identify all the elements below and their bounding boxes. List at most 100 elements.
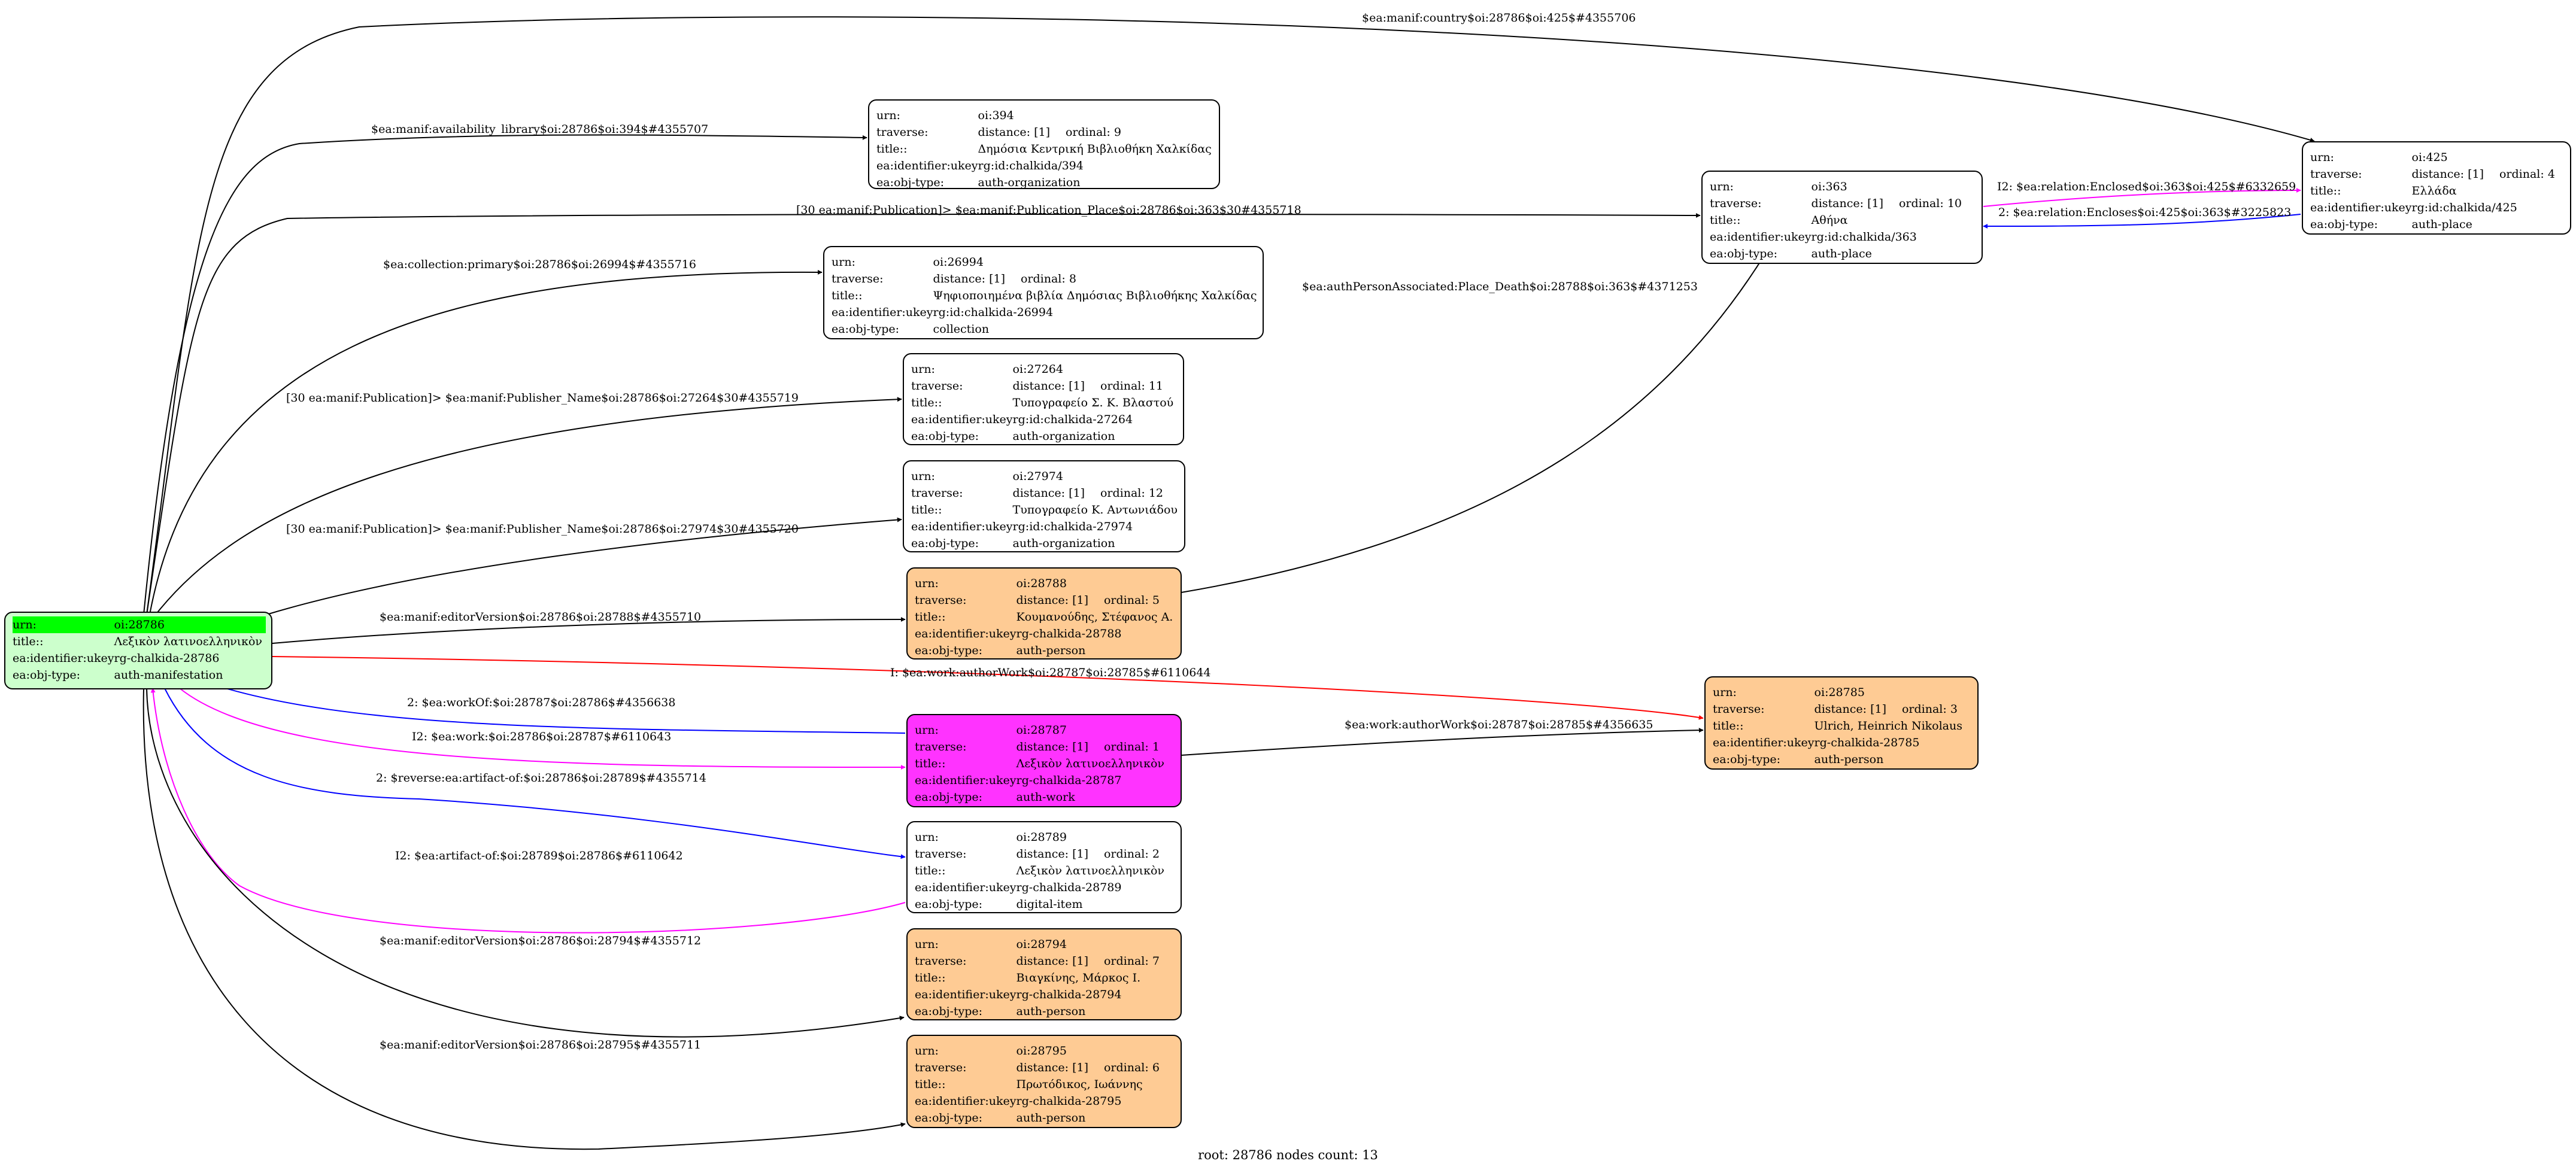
- node-objtype: collection: [933, 323, 990, 336]
- node-objtype: auth-organization: [1012, 430, 1115, 443]
- node-urn: oi:26994: [933, 256, 984, 269]
- field-label-identifier: ea:identifier:ukey: [915, 774, 1017, 787]
- field-label-traverse: traverse:: [911, 487, 963, 500]
- edge-label-encloses: 2: $ea:relation:Encloses$oi:425$oi:363$#…: [1998, 206, 2291, 219]
- field-label-urn: urn:: [915, 831, 939, 844]
- node-objtype: auth-person: [1814, 753, 1884, 766]
- edge-label-artifact-of: I2: $ea:artifact-of:$oi:28789$oi:28786$#…: [395, 849, 683, 862]
- node-traverse: distance: [1]: [1016, 955, 1088, 968]
- edge-work: [179, 688, 906, 770]
- field-label-objtype: ea:obj-type:: [13, 668, 81, 682]
- node-traverse: distance: [1]: [1811, 197, 1883, 210]
- node-425[interactable]: urn:oi:425 traverse:distance: [1]ordinal…: [2302, 141, 2571, 235]
- node-objtype: auth-place: [2411, 218, 2472, 231]
- node-28794[interactable]: urn: oi:28794 traverse: distance: [1] ordin…: [906, 928, 1182, 1020]
- edge-work-of: [215, 684, 906, 734]
- field-label-traverse: traverse:: [915, 1061, 967, 1074]
- node-traverse: distance: [1]: [1016, 847, 1088, 861]
- node-traverse: distance: [1]: [978, 126, 1050, 139]
- node-objtype: auth-person: [1016, 1005, 1086, 1018]
- node-ordinal: ordinal: 1: [1103, 740, 1160, 753]
- node-ordinal: ordinal: 12: [1100, 487, 1164, 500]
- node-title: Τυπογραφείο Κ. Αντωνιάδου: [1012, 503, 1178, 516]
- node-identifier: rg-chalkida-28785: [1814, 736, 1920, 749]
- field-label-urn: urn:: [1713, 686, 1737, 699]
- field-label-title: title::: [915, 1078, 946, 1091]
- field-label-objtype: ea:obj-type:: [2310, 218, 2378, 231]
- node-title: Ulrich, Heinrich Nikolaus: [1814, 719, 1963, 733]
- field-label-urn: urn:: [13, 616, 114, 633]
- node-title: Τυπογραφείο Σ. Κ. Βλαστού: [1012, 396, 1174, 409]
- node-394[interactable]: urn:oi:394 traverse:distance: [1]ordinal…: [868, 99, 1220, 189]
- node-title: Λεξικὸν λατινοελληνικὸν: [114, 635, 262, 648]
- field-label-traverse: traverse:: [915, 955, 967, 968]
- node-363[interactable]: urn:oi:363 traverse:distance: [1]ordinal…: [1701, 171, 1983, 264]
- node-traverse: distance: [1]: [1016, 1061, 1088, 1074]
- field-label-traverse: traverse:: [1710, 197, 1762, 210]
- node-identifier: rg:id:chalkida-27974: [1012, 520, 1133, 533]
- node-28787[interactable]: urn:oi:28787 traverse:distance: [1]ordin…: [906, 714, 1182, 807]
- edge-label-publication-place: [30 ea:manif:Publication]> $ea:manif:Pub…: [796, 203, 1301, 217]
- field-label-objtype: ea:obj-type:: [915, 791, 983, 804]
- node-objtype: auth-manifestation: [114, 668, 223, 682]
- node-objtype: auth-organization: [1012, 537, 1115, 550]
- node-27974[interactable]: urn: oi:27974 traverse: distance: [1] ordin…: [903, 460, 1185, 552]
- node-26994[interactable]: urn:oi:26994 traverse:distance: [1]ordin…: [823, 246, 1264, 339]
- node-urn: oi:27974: [1012, 470, 1063, 483]
- node-urn: oi:28787: [1016, 724, 1067, 737]
- field-label-identifier: ea:identifier:ukey: [832, 306, 933, 319]
- node-traverse: distance: [1]: [1016, 594, 1088, 607]
- field-label-identifier: ea:identifier:ukey: [911, 520, 1013, 533]
- field-label-title: title::: [915, 610, 946, 624]
- node-objtype: auth-place: [1811, 247, 1872, 260]
- edge-label-place-death: $ea:authPersonAssociated:Place_Death$oi:…: [1302, 280, 1698, 293]
- node-identifier: rg-chalkida-28794: [1016, 988, 1122, 1001]
- node-ordinal: ordinal: 2: [1103, 847, 1160, 861]
- node-ordinal: ordinal: 8: [1020, 272, 1076, 285]
- edge-enclosed: [1983, 188, 2301, 207]
- node-28788[interactable]: urn:oi:28788 traverse:distance: [1]ordin…: [906, 567, 1182, 660]
- node-ordinal: ordinal: 7: [1103, 955, 1160, 968]
- node-ordinal: ordinal: 10: [1898, 197, 1962, 210]
- field-label-title: title::: [2310, 184, 2341, 197]
- node-urn: oi:28794: [1016, 938, 1067, 951]
- edge-publisher2: [266, 517, 902, 615]
- field-label-urn: urn:: [915, 938, 939, 951]
- field-label-identifier: ea:identifier:ukey: [2310, 201, 2412, 214]
- field-label-urn: urn:: [915, 577, 939, 590]
- node-urn: oi:394: [978, 109, 1014, 122]
- field-label-identifier: ea:identifier:ukey: [876, 159, 978, 172]
- edge-place-death: [1181, 216, 1788, 593]
- field-label-identifier: ea:identifier:ukey: [1710, 230, 1812, 244]
- edge-label-editor2: $ea:manif:editorVersion$oi:28786$oi:2879…: [380, 934, 701, 947]
- field-label-objtype: ea:obj-type:: [915, 644, 983, 657]
- node-title: Βιαγκίνης, Μάρκος Ι.: [1016, 971, 1141, 984]
- field-label-traverse: traverse:: [1713, 703, 1765, 716]
- edge-editor1: [272, 617, 906, 644]
- edge-availability: [143, 134, 867, 615]
- node-root-28786[interactable]: urn:oi:28786 title::Λεξικὸν λατινοελληνι…: [4, 612, 272, 689]
- node-traverse: distance: [1]: [1012, 487, 1085, 500]
- edge-label-publisher1: [30 ea:manif:Publication]> $ea:manif:Pub…: [286, 391, 799, 405]
- node-title: Ψηφιοποιημένα βιβλία Δημόσιας Βιβλιοθήκη…: [933, 289, 1257, 302]
- node-28789[interactable]: urn:oi:28789 traverse:distance: [1]ordin…: [906, 821, 1182, 913]
- node-traverse: distance: [1]: [1012, 379, 1085, 393]
- edge-author-work: [272, 656, 1704, 720]
- field-label-urn: urn:: [911, 470, 935, 483]
- node-title: Δημόσια Κεντρική Βιβλιοθήκη Χαλκίδας: [978, 142, 1212, 156]
- node-urn: oi:425: [2411, 151, 2448, 164]
- node-27264[interactable]: urn:oi:27264 traverse:distance: [1]ordin…: [903, 353, 1184, 445]
- field-label-title: title::: [832, 289, 863, 302]
- node-title: Λεξικὸν λατινοελληνικὸν: [1016, 864, 1164, 877]
- node-title: Αθήνα: [1811, 214, 1848, 227]
- node-objtype: auth-work: [1016, 791, 1075, 804]
- node-identifier: rg:id:chalkida/394: [978, 159, 1084, 172]
- node-28795[interactable]: urn:oi:28795 traverse:distance: [1]ordin…: [906, 1035, 1182, 1128]
- node-28785[interactable]: urn:oi:28785 traverse:distance: [1]ordin…: [1704, 676, 1979, 770]
- edge-country: [146, 16, 2315, 615]
- field-label-identifier: ea:identifier:ukey: [915, 627, 1017, 640]
- edge-encloses: [1983, 214, 2301, 229]
- edge-label-author-work2: $ea:work:authorWork$oi:28787$oi:28785$#4…: [1345, 718, 1653, 731]
